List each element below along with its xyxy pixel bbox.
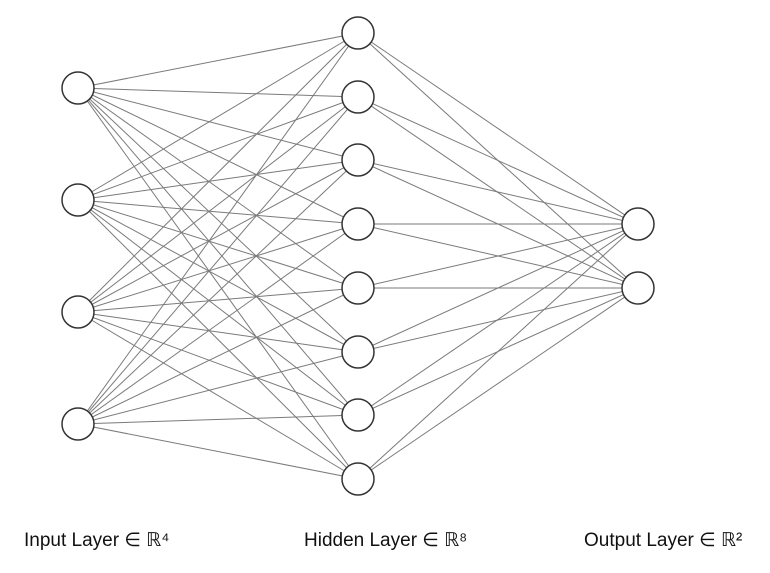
edge-input-2-to-hidden-1 xyxy=(77,32,359,201)
hidden-neuron-7 xyxy=(341,398,375,432)
edge-input-2-to-hidden-4 xyxy=(77,199,359,225)
edge-input-3-to-hidden-8 xyxy=(77,311,359,480)
hidden-neuron-1 xyxy=(341,16,375,50)
edge-input-1-to-hidden-3 xyxy=(77,87,359,161)
edge-input-4-to-hidden-3 xyxy=(77,159,359,425)
hidden-neuron-6 xyxy=(341,335,375,369)
edge-input-2-to-hidden-3 xyxy=(77,159,359,201)
edge-input-3-to-hidden-2 xyxy=(77,96,359,313)
edge-input-1-to-hidden-7 xyxy=(77,87,359,416)
input-neuron-1 xyxy=(61,71,95,105)
edge-input-4-to-hidden-4 xyxy=(77,223,359,425)
edge-input-1-to-hidden-1 xyxy=(77,32,359,89)
edge-input-2-to-hidden-7 xyxy=(77,199,359,416)
neurons xyxy=(61,16,655,496)
edge-input-3-to-hidden-4 xyxy=(77,223,359,313)
edge-input-2-to-hidden-5 xyxy=(77,199,359,289)
output-neuron-1 xyxy=(621,207,655,241)
edge-input-3-to-hidden-1 xyxy=(77,32,359,313)
edge-input-3-to-hidden-6 xyxy=(77,311,359,353)
edge-hidden-7-to-output-1 xyxy=(357,223,639,416)
edge-input-4-to-hidden-1 xyxy=(77,32,359,425)
edge-input-4-to-hidden-5 xyxy=(77,287,359,425)
edge-input-3-to-hidden-7 xyxy=(77,311,359,416)
edge-input-3-to-hidden-3 xyxy=(77,159,359,313)
edge-input-1-to-hidden-4 xyxy=(77,87,359,225)
edge-input-1-to-hidden-8 xyxy=(77,87,359,480)
edge-input-4-to-hidden-8 xyxy=(77,423,359,480)
hidden-neuron-5 xyxy=(341,271,375,305)
edge-hidden-6-to-output-1 xyxy=(357,223,639,353)
edge-input-1-to-hidden-2 xyxy=(77,87,359,98)
input-neuron-4 xyxy=(61,407,95,441)
edge-input-2-to-hidden-8 xyxy=(77,199,359,480)
edge-input-2-to-hidden-6 xyxy=(77,199,359,353)
output-neuron-2 xyxy=(621,271,655,305)
edge-hidden-8-to-output-2 xyxy=(357,287,639,480)
output-layer-label: Output Layer ∈ ℝ² xyxy=(584,530,743,551)
connections xyxy=(77,32,639,480)
edge-hidden-8-to-output-1 xyxy=(357,223,639,480)
edge-hidden-3-to-output-1 xyxy=(357,159,639,225)
input-layer-label: Input Layer ∈ ℝ⁴ xyxy=(24,530,170,551)
edge-input-3-to-hidden-5 xyxy=(77,287,359,313)
hidden-neuron-2 xyxy=(341,80,375,114)
edge-input-4-to-hidden-2 xyxy=(77,96,359,425)
edge-input-2-to-hidden-2 xyxy=(77,96,359,201)
edge-input-1-to-hidden-6 xyxy=(77,87,359,353)
hidden-neuron-4 xyxy=(341,207,375,241)
hidden-layer-label: Hidden Layer ∈ ℝ⁸ xyxy=(304,530,468,551)
edge-input-4-to-hidden-6 xyxy=(77,351,359,425)
input-neuron-3 xyxy=(61,295,95,329)
edge-input-4-to-hidden-7 xyxy=(77,414,359,425)
edge-hidden-5-to-output-1 xyxy=(357,223,639,289)
edge-hidden-2-to-output-1 xyxy=(357,96,639,225)
hidden-neuron-3 xyxy=(341,143,375,177)
input-neuron-2 xyxy=(61,183,95,217)
edge-hidden-1-to-output-1 xyxy=(357,32,639,225)
edge-input-1-to-hidden-5 xyxy=(77,87,359,289)
hidden-neuron-8 xyxy=(341,462,375,496)
